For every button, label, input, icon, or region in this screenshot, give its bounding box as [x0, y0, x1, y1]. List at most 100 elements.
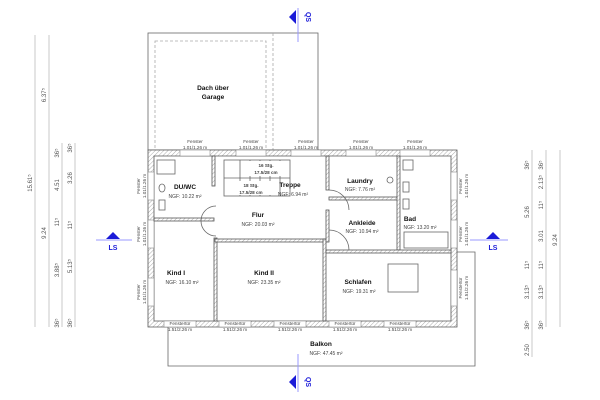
stair-upper-steps: 16 Stg.	[258, 163, 273, 168]
window-size: 1.01/1.26 m	[464, 222, 469, 246]
section-qs-bottom-arrow-icon	[289, 375, 296, 389]
interior-walls	[153, 155, 452, 322]
window-size: 1.01/1.26 m	[464, 174, 469, 198]
section-qs-top-label: QS	[304, 12, 311, 22]
dim-r1-2: 11⁵	[524, 260, 531, 269]
window-size: 1.01/1.26 m	[142, 280, 147, 304]
room-area-ankleide: NGF: 10.94 m²	[345, 229, 378, 235]
dim-r1-0: 36⁵	[524, 160, 531, 170]
window-size: 1.01/1.26 m	[403, 145, 427, 150]
door-label: Fenstertür	[170, 321, 191, 326]
dim-top: 6.37⁵	[41, 87, 48, 102]
door-size: 1.51/2.26 m	[464, 276, 469, 300]
outer-walls	[147, 149, 458, 328]
room-area-kind-1: NGF: 16.10 m²	[165, 280, 198, 286]
dim-l3-3: 3.88⁵	[54, 262, 61, 277]
window-size: 1.01/1.26 m	[239, 145, 263, 150]
door-size: 1.51/2.26 m	[278, 327, 302, 332]
staircase: 16 Stg. 17.5/28 cm 18 Stg. 17.5/28 cm	[223, 159, 291, 197]
fixtures	[156, 159, 449, 293]
door-size: 1.51/2.26 m	[223, 327, 247, 332]
dim-l3-4: 36⁵	[54, 318, 61, 328]
section-ls-left-label: LS	[109, 245, 118, 252]
dim-l3-1: 4.51	[55, 179, 61, 191]
room-name-ankleide: Ankleide	[348, 220, 375, 227]
dim-r2-1: 2.13⁵	[538, 174, 545, 189]
room-name-kind-1: Kind I	[167, 270, 185, 277]
door-size: 1.51/2.26 m	[388, 327, 412, 332]
dim-l4-1: 3.26	[68, 172, 74, 184]
window-label: Fenster	[298, 139, 314, 144]
dim-r2-0: 36⁵	[538, 160, 545, 170]
dim-r2-6: 36⁵	[538, 320, 545, 330]
door-label: Fenstertür	[390, 321, 411, 326]
dim-l4-2: 11⁵	[67, 220, 74, 229]
room-area-flur: NGF: 20.03 m²	[241, 222, 274, 228]
window-label: Fenster	[458, 226, 463, 242]
dim-l4-4: 36⁵	[67, 318, 74, 328]
room-area-kind-2: NGF: 23.35 m²	[247, 280, 280, 286]
room-area-laundry: NGF: 7.76 m²	[345, 187, 376, 193]
window-label: Fenster	[458, 178, 463, 194]
window-label: Fenster	[407, 139, 423, 144]
stair-lower-size: 17.5/28 cm	[239, 190, 262, 195]
garage-roof: Dach über Garage	[147, 32, 319, 152]
dim-r1-3: 3.13⁵	[524, 284, 531, 299]
room-area-bad: NGF: 13.20 m²	[403, 225, 436, 231]
section-ls-right-label: LS	[489, 245, 498, 252]
section-qs-bottom-label: QS	[304, 377, 311, 387]
dimensions-left: 15.61⁵ 6.37⁵ 9.24 36⁵ 4.51 11⁵ 3.88⁵ 36⁵…	[27, 35, 76, 328]
dim-r2-2: 11⁵	[538, 200, 545, 209]
room-name-schlafen: Schlafen	[344, 279, 371, 286]
dim-r1-5: 2.50	[525, 344, 531, 356]
dim-r2-3: 3.01	[539, 230, 545, 242]
room-name-laundry: Laundry	[347, 178, 373, 185]
dim-r2-4: 11⁵	[538, 260, 545, 269]
stair-lower-steps: 18 Stg.	[243, 183, 258, 188]
window-label: Fenster	[243, 139, 259, 144]
room-area-treppe: NGF: 6.94 m²	[278, 192, 309, 198]
room-name-balkon: Balkon	[310, 341, 332, 348]
door-size: 1.51/2.26 m	[168, 327, 192, 332]
window-size: 1.01/1.26 m	[294, 145, 318, 150]
window-label: Fenster	[187, 139, 203, 144]
room-name-bad: Bad	[404, 216, 416, 223]
garage-label-2: Garage	[202, 94, 225, 101]
window-size: 1.01/1.26 m	[142, 222, 147, 246]
window-label: Fenster	[136, 284, 141, 300]
window-label: Fenster	[353, 139, 369, 144]
room-name-treppe: Treppe	[279, 182, 301, 189]
window-size: 1.01/1.26 m	[183, 145, 207, 150]
dim-total: 15.61⁵	[27, 174, 34, 192]
dim-l4-0: 36⁵	[67, 143, 74, 153]
door-size: 1.51/2.26 m	[333, 327, 357, 332]
room-name-du-wc: DU/WC	[174, 184, 196, 191]
dim-l3-0: 36⁵	[54, 148, 61, 158]
door-label: Fenstertür	[335, 321, 356, 326]
window-label: Fenster	[136, 226, 141, 242]
stair-upper-size: 17.5/28 cm	[254, 170, 277, 175]
section-qs-top-arrow-icon	[289, 10, 296, 24]
section-ls-left-arrow-icon	[106, 232, 120, 239]
dim-mid: 9.24	[42, 227, 48, 239]
dimensions-right: 36⁵ 5.26 11⁵ 3.13⁵ 36⁵ 2.50 36⁵ 2.13⁵ 11…	[524, 150, 561, 357]
balcony-outline	[167, 251, 476, 367]
dim-r1-1: 5.26	[525, 206, 531, 218]
dim-r1-4: 36⁵	[524, 320, 531, 330]
dim-l3-2: 11⁵	[54, 217, 61, 226]
dim-r3: 9.24	[553, 234, 559, 246]
window-size: 1.01/1.26 m	[349, 145, 373, 150]
room-area-schlafen: NGF: 19.31 m²	[342, 289, 375, 295]
door-label: Fenstertür	[458, 277, 463, 298]
room-name-flur: Flur	[252, 212, 265, 219]
room-area-balkon: NGF: 47.45 m²	[309, 351, 342, 357]
window-size: 1.01/1.26 m	[142, 174, 147, 198]
room-area-du-wc: NGF: 10.22 m²	[168, 194, 201, 200]
room-name-kind-2: Kind II	[254, 270, 274, 277]
door-label: Fenstertür	[225, 321, 246, 326]
section-markers: QS QS LS LS	[96, 8, 508, 392]
dim-r2-5: 3.13⁵	[538, 284, 545, 299]
section-ls-right-arrow-icon	[486, 232, 500, 239]
